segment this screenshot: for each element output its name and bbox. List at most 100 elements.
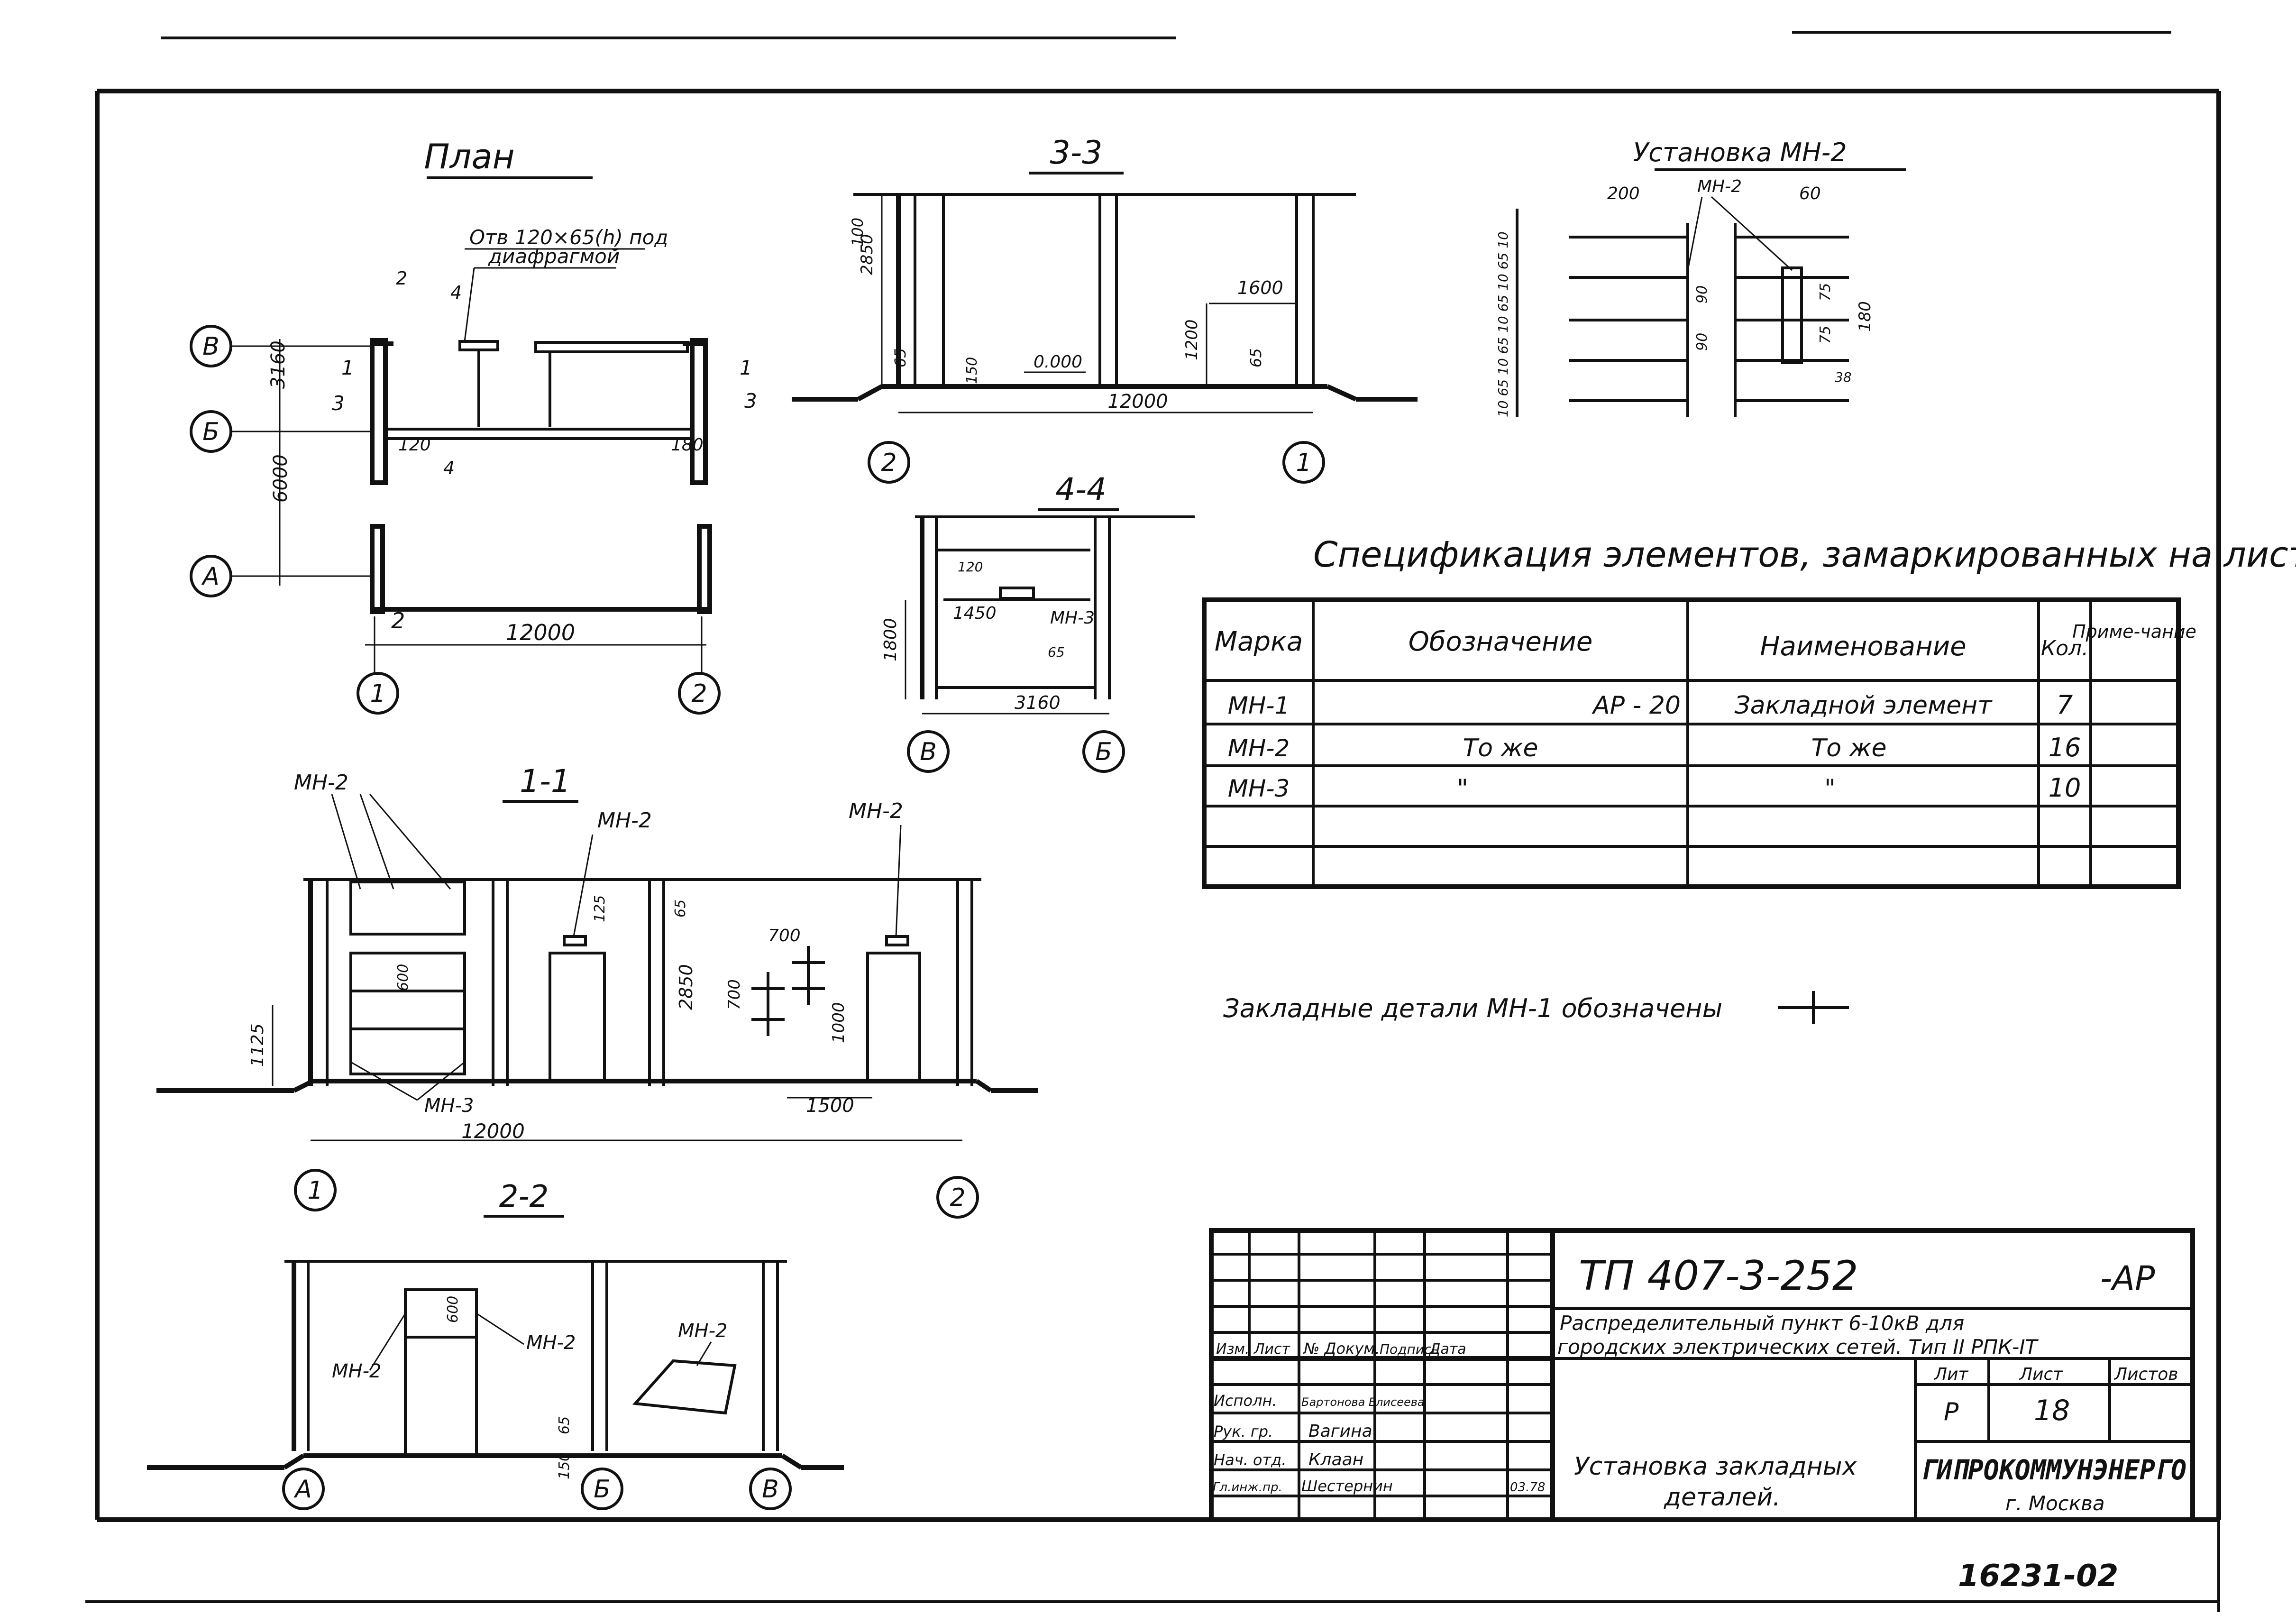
spec-header-note: Приме-чание	[2072, 621, 2196, 642]
section-3-3: 3-3 2850 100 65 0.000 150 1600 1200 65 1…	[792, 134, 1418, 484]
sec11-dim-700-top: 700	[768, 926, 801, 945]
sec11-title: 1-1	[520, 763, 571, 799]
plan-view: План Отв 120×65(h) под диафрагмой В Б А …	[190, 137, 757, 715]
sec11-dim-65: 65	[672, 899, 689, 918]
spec-cell-name: Закладной элемент	[1734, 691, 1993, 720]
sec44-title: 4-4	[1055, 471, 1107, 508]
sec44-dim-120: 120	[958, 559, 983, 575]
sec33-axis-right-label: 1	[1296, 449, 1311, 477]
plan-dim-span: 12000	[506, 620, 575, 645]
sec11-dim-1000: 1000	[829, 1002, 848, 1043]
spec-cell-mark: МН-1	[1228, 692, 1290, 719]
tb-stage-hdr-list: Лист	[2019, 1365, 2063, 1384]
mn2-dim-38: 38	[1835, 369, 1852, 385]
section-4-4: 4-4 1800 1450 МН-3 120 65 3160 В Б	[881, 471, 1195, 773]
sec11-axis-left-bubble	[294, 1169, 337, 1211]
sec33-title: 3-3	[1050, 134, 1102, 172]
sec33-dim-1600: 1600	[1237, 277, 1283, 298]
sec11-dim-125: 125	[592, 895, 608, 922]
plan-dim-3160: 3160	[267, 340, 289, 389]
spec-cell-mark: МН-3	[1228, 775, 1290, 802]
spec-header-designation: Обозначение	[1409, 626, 1593, 657]
plan-cut-3-left: 3	[332, 392, 345, 415]
sec44-axis-left-bubble	[907, 730, 950, 773]
section-1-1: 1-1 МН-2 МН-2	[156, 763, 1038, 1219]
sec11-dim-700-left: 700	[725, 979, 744, 1010]
mn2-dim-90-top: 90	[1694, 285, 1711, 303]
plan-axis-1-label: 1	[370, 679, 385, 708]
sec33-level: 0.000	[1034, 352, 1082, 372]
spec-table: Спецификация элементов, замаркированных …	[1202, 534, 2296, 889]
spec-cell-qty: 7	[2057, 690, 2073, 720]
tb-stage-hdr-listov: Листов	[2113, 1365, 2178, 1384]
archive-number: 16231-02	[1958, 1559, 2118, 1594]
plan-cut-1-right: 1	[740, 356, 752, 379]
tb-sheet-title-line1: Установка закладных	[1574, 1452, 1857, 1481]
sec11-axis-right-bubble	[936, 1176, 979, 1219]
sec22-label-mn2-right: МН-2	[678, 1320, 727, 1342]
plan-cut-4-bottom: 4	[443, 458, 455, 478]
sec22-dim-150: 150	[556, 1452, 573, 1479]
plan-dim-6000: 6000	[270, 454, 292, 503]
sec33-axis-right-bubble	[1282, 441, 1325, 484]
tb-name-nach: Клаан	[1308, 1450, 1363, 1469]
spec-row: МН-2 То же То же 16	[1228, 733, 2081, 762]
tb-role-nach: Нач. отд.	[1214, 1451, 1286, 1469]
plan-axis-v-label: В	[202, 332, 220, 361]
legend-note-text: Закладные детали МН-1 обозначены	[1223, 993, 1722, 1023]
sec44-dim-1800: 1800	[881, 618, 900, 661]
sec33-axis-left-label: 2	[881, 449, 896, 477]
plan-axis-2-label: 2	[691, 679, 707, 708]
tb-stage-value: Р	[1944, 1398, 1959, 1426]
plan-note-line2: диафрагмой	[488, 245, 620, 268]
sec33-dim-65-right: 65	[1247, 348, 1265, 367]
mn2-dim-200: 200	[1607, 184, 1640, 203]
sec11-dim-1500: 1500	[806, 1095, 854, 1117]
spec-cell-designation: "	[1457, 774, 1468, 803]
sec22-axis-b-bubble	[581, 1468, 623, 1510]
plan-dim-180: 180	[671, 435, 704, 455]
plan-cut-3-right: 3	[744, 389, 757, 413]
sec11-label-mn3: МН-3	[424, 1095, 474, 1117]
section-2-2: 2-2 МН-2 МН-2 МН-2 600 65 150 А Б В	[147, 1179, 844, 1510]
spec-cell-name: То же	[1811, 734, 1887, 762]
sec44-dim-65: 65	[1048, 644, 1065, 660]
tb-name-ruk: Вагина	[1308, 1422, 1372, 1441]
sec22-axis-a-label: А	[293, 1475, 312, 1504]
legend-note: Закладные детали МН-1 обозначены	[1223, 991, 1849, 1024]
plan-axis-a-label: А	[201, 562, 220, 591]
tb-col-podpis: Подпись	[1380, 1341, 1439, 1357]
sec11-axis-left-label: 1	[307, 1176, 323, 1205]
sec22-title: 2-2	[499, 1179, 549, 1214]
sec11-axis-right-label: 2	[950, 1184, 965, 1212]
tb-sheet-value: 18	[2034, 1394, 2070, 1427]
plan-axis-1-bubble	[357, 672, 399, 715]
sec11-dim-1125: 1125	[248, 1023, 267, 1067]
plan-cut-2-bottom: 2	[391, 608, 405, 633]
tb-suffix: -АР	[2100, 1259, 2155, 1298]
sec44-axis-right-bubble	[1082, 730, 1125, 773]
sec11-dim-2850: 2850	[676, 964, 696, 1010]
tb-name-glinzh: Шестернин	[1301, 1477, 1393, 1495]
spec-row: МН-3 " " 10	[1228, 773, 2081, 803]
plan-cut-4-top: 4	[450, 282, 462, 303]
mn2-dim-180: 180	[1856, 301, 1875, 332]
sec44-axis-right-label: Б	[1095, 738, 1112, 766]
sec22-dim-65: 65	[556, 1416, 573, 1434]
mn2-dim-75-top: 75	[1817, 283, 1834, 301]
plan-title: План	[424, 137, 514, 176]
sec22-axis-v-label: В	[762, 1475, 779, 1504]
sec11-dim-span: 12000	[461, 1119, 525, 1143]
sec44-axis-left-label: В	[920, 738, 937, 766]
sec22-axis-b-label: Б	[594, 1475, 611, 1504]
title-block: Изм. Лист № Докум. Подпись Дата Исполн. …	[1209, 1228, 2195, 1522]
mn2-dim-90-bottom: 90	[1694, 333, 1711, 351]
tb-col-izm: Изм.	[1216, 1341, 1250, 1358]
tb-name-ispoln: Бартонова Елисеева	[1301, 1395, 1425, 1409]
tb-org-city: г. Москва	[2005, 1492, 2105, 1515]
tb-col-list: Лист	[1253, 1341, 1291, 1358]
sec11-label-mn2-left: МН-2	[294, 771, 348, 795]
sec33-axis-left-bubble	[868, 441, 910, 484]
tb-desc-line2: городских электрических сетей. Тип II РП…	[1557, 1335, 2039, 1358]
